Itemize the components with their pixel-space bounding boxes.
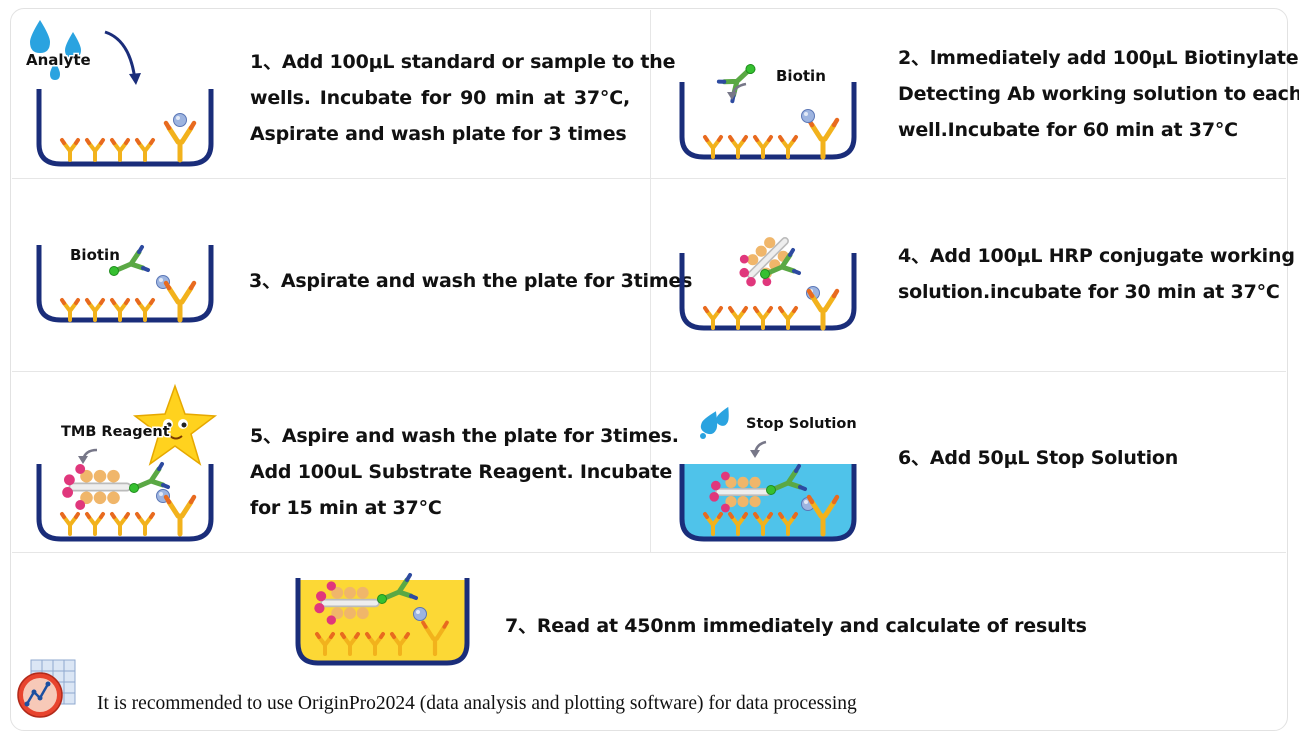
step-1-line: Aspirate and wash plate for 3 times (250, 123, 627, 145)
step-6-illustration: Stop Solution (668, 406, 857, 549)
row-divider (12, 178, 1286, 179)
step-3-line: 3、Aspirate and wash the plate for 3times (249, 270, 693, 292)
step-5-text: 5、Aspire and wash the plate for 3times. … (250, 418, 679, 526)
step-5-line: Add 100uL Substrate Reagent. Incubate (250, 461, 673, 483)
step-4-line: 4、Add 100μL HRP conjugate working (898, 245, 1295, 267)
step-2-illustration: Biotin (668, 36, 858, 171)
step-5-line: for 15 min at 37°C (250, 497, 442, 519)
protocol-frame (10, 8, 1288, 731)
footer-recommendation: It is recommended to use OriginPro2024 (… (97, 693, 857, 714)
step-4-line: solution.incubate for 30 min at 37°C (898, 281, 1280, 303)
step-4-illustration (668, 218, 858, 338)
row-divider (12, 371, 1286, 372)
step-2-text: 2、lmmediately add 100μL Biotinylated Det… (898, 40, 1299, 148)
hrp-conjugate-icon (62, 464, 127, 510)
step-3-label: Biotin (70, 246, 120, 264)
step-1-text: 1、Add 100μL standard or sample to the we… (250, 44, 676, 152)
originpro-logo-icon (17, 659, 76, 718)
step-4-text: 4、Add 100μL HRP conjugate working soluti… (898, 238, 1295, 310)
step-5-label: TMB Reagent (61, 424, 170, 440)
column-divider (650, 10, 651, 553)
step-3-illustration: Biotin (25, 240, 215, 335)
arrow-icon (104, 30, 137, 81)
step-1-line: 1、Add 100μL standard or sample to the (250, 51, 676, 73)
step-6-label: Stop Solution (746, 416, 857, 432)
step-7-illustration (295, 578, 470, 666)
step-7-line: 7、Read at 450nm immediately and calculat… (505, 615, 1087, 637)
step-6-line: 6、Add 50μL Stop Solution (898, 447, 1179, 469)
step-2-line: well.Incubate for 60 min at 37°C (898, 119, 1238, 141)
stop-droplet-icon (700, 406, 729, 439)
step-1-line: wells. Incubate for 90 min at 37°C, (250, 87, 630, 109)
step-7-text: 7、Read at 450nm immediately and calculat… (505, 608, 1087, 644)
biotin-antibody-icon (717, 63, 763, 103)
step-5-illustration: TMB Reagent TMB Reagent (25, 383, 218, 544)
step-6-text: 6、Add 50μL Stop Solution (898, 440, 1178, 476)
step-1-illustration: Analyte Analyte (25, 20, 215, 172)
step-2-line: 2、lmmediately add 100μL Biotinylated (898, 47, 1299, 69)
analyte-droplet-icon (30, 20, 81, 80)
step-2-line: Detecting Ab working solution to each (898, 83, 1299, 105)
step-3-text: 3、Aspirate and wash the plate for 3times (249, 263, 692, 299)
step-2-label: Biotin (776, 67, 826, 85)
row-divider (12, 552, 1286, 553)
step-5-label-text: TMB Reagent (61, 424, 170, 440)
step-5-line: 5、Aspire and wash the plate for 3times. (250, 425, 679, 447)
star-mascot-icon (132, 383, 218, 466)
step-1-label-text: Analyte (26, 51, 91, 69)
hrp-conjugate-icon (730, 227, 800, 297)
step-1-label: Analyte (26, 51, 91, 69)
stop-liquid (682, 464, 854, 539)
